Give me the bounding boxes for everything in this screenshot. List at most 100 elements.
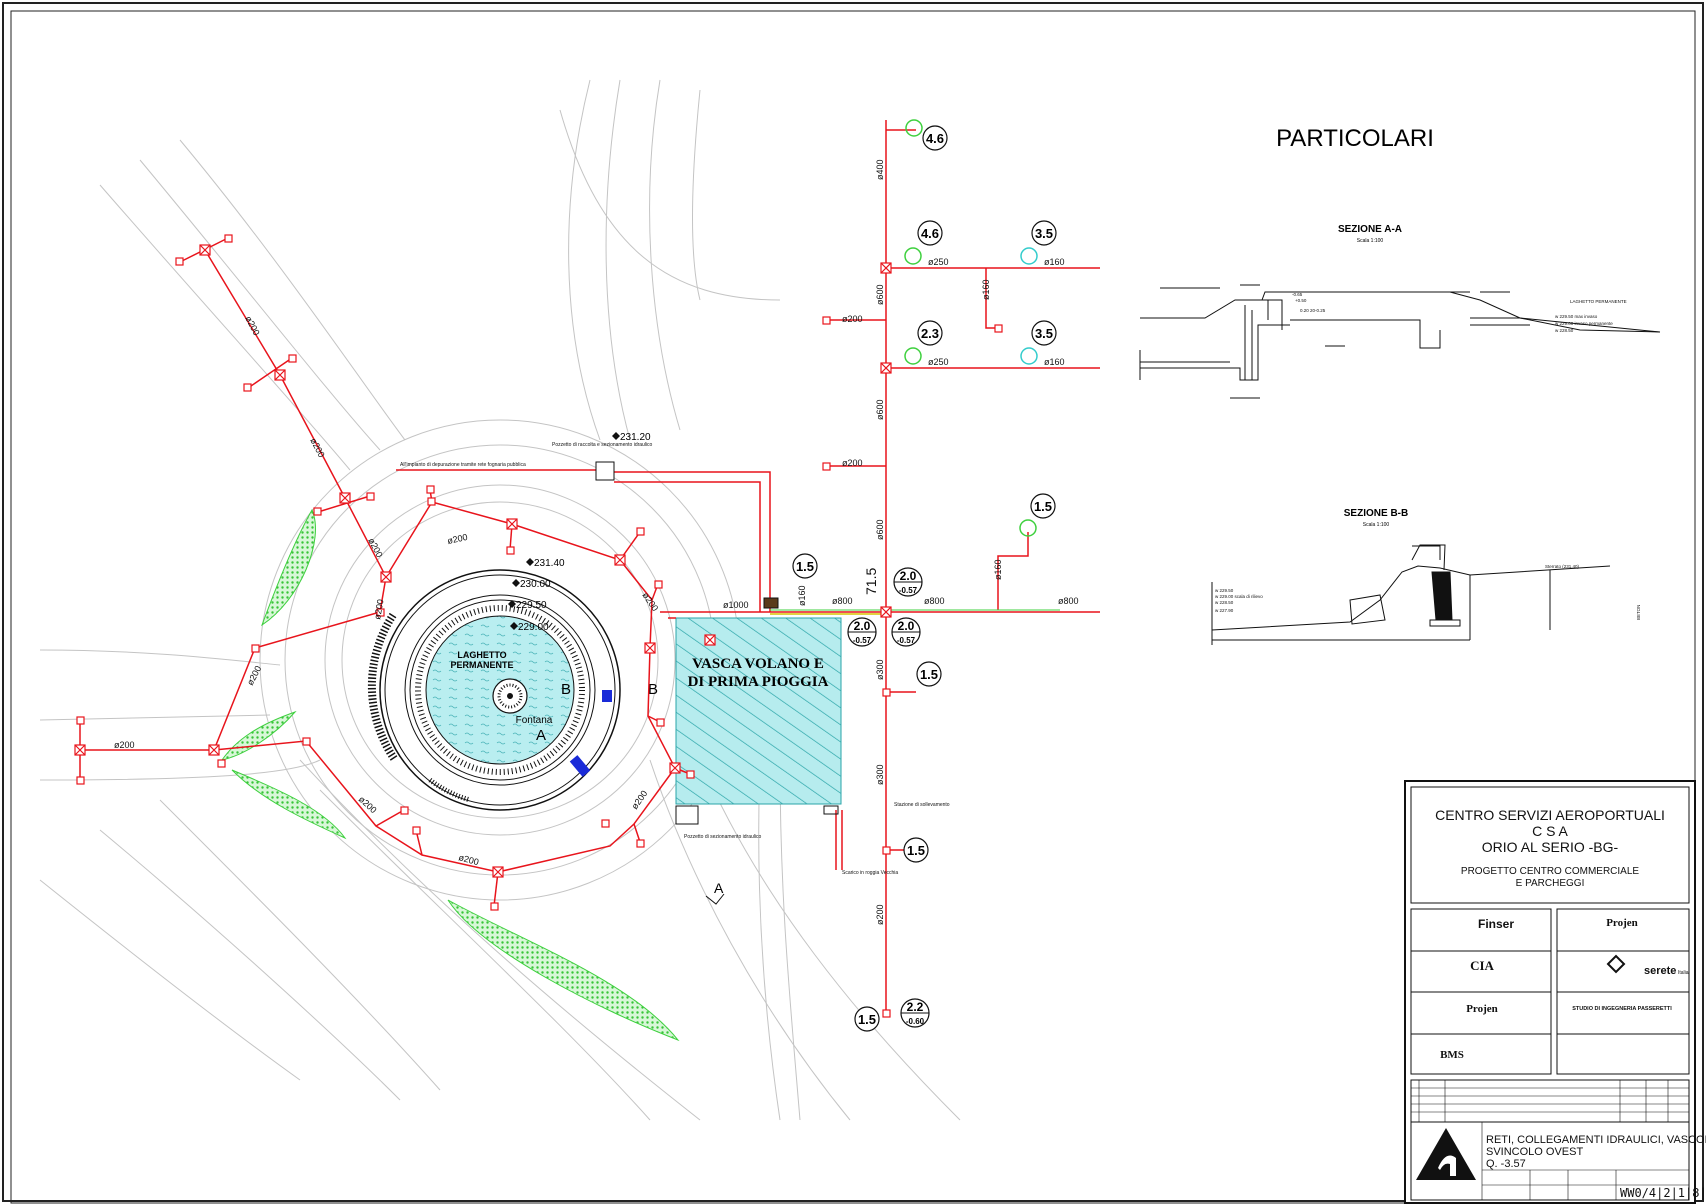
- pipe-160-c: ø160: [981, 279, 991, 300]
- svg-text:BETON: BETON: [1636, 605, 1641, 620]
- pipe-300-b: ø300: [875, 764, 885, 785]
- pump-b: [569, 755, 591, 777]
- node-m057-a: -0.57: [899, 586, 918, 595]
- pipe-200-n: ø200: [875, 904, 885, 925]
- title-texts: CENTRO SERVIZI AEROPORTUALI C S A ORIO A…: [1435, 807, 1706, 1200]
- desc-line-1: RETI, COLLEGAMENTI IDRAULICI, VASCONE,: [1486, 1134, 1706, 1146]
- note-pozzetto-sez: Pozzetto di sezionamento idraulico: [684, 834, 761, 840]
- pipe-200-e: ø200: [372, 598, 385, 620]
- pipe-200-m: ø200: [842, 458, 863, 468]
- section-aa-drawing: [1139, 284, 1661, 399]
- section-bb-scale: Scala 1:100: [1363, 522, 1390, 528]
- svg-text:w 229.50 max invaso: w 229.50 max invaso: [1555, 314, 1598, 319]
- pipe-250-b: ø250: [928, 357, 949, 367]
- node-2-0-a: 2.0: [900, 569, 917, 583]
- pipe-600-b: ø600: [875, 399, 885, 420]
- studio-name: STUDIO DI INGEGNERIA PASSERETTI: [1572, 1006, 1672, 1012]
- notes: All'impianto di depurazione tramite rete…: [400, 442, 950, 876]
- pipe-1000: ø1000: [723, 600, 749, 610]
- laghetto-label-1: LAGHETTO: [457, 650, 506, 660]
- pipe-200-l: ø200: [842, 314, 863, 324]
- pipe-400: ø400: [875, 159, 885, 180]
- vasca-label-1: VASCA VOLANO E: [692, 656, 824, 672]
- section-aa-scale: Scala 1:100: [1357, 238, 1384, 244]
- pipe-160-b: ø160: [1044, 357, 1065, 367]
- node-1-5-a: 1.5: [1034, 499, 1052, 514]
- pump-station-box: [823, 805, 839, 815]
- pipe-800-a: ø800: [832, 596, 853, 606]
- company-logo: [1416, 954, 1626, 1180]
- lake: [367, 569, 621, 811]
- vasca-label-2: DI PRIMA PIOGGIA: [688, 674, 829, 690]
- section-bb-title: SEZIONE B-B: [1344, 508, 1408, 519]
- logo-projen-2: Projen: [1466, 1003, 1498, 1015]
- section-bb-annotations: w 229.50w 229.00 scala di rilievo w 228.…: [1215, 564, 1641, 620]
- svg-text:w 228.50: w 228.50: [1555, 328, 1574, 333]
- pipe-160-d: ø160: [993, 559, 1003, 580]
- pipe-200-d: ø200: [446, 532, 468, 546]
- pipe-200-g: ø200: [114, 740, 135, 750]
- pipe-300-a: ø300: [875, 659, 885, 680]
- section-aa-annotations: -0.65+0.50 0.20 20-0.25 LAGHETTO PERMANE…: [1292, 292, 1627, 333]
- node-m060: -0.60: [906, 1017, 925, 1026]
- fontana-label: Fontana: [516, 715, 553, 726]
- inlets: [76, 234, 1003, 1018]
- elev-5: 229.00: [518, 622, 549, 633]
- node-2-0-c: 2.0: [898, 619, 915, 633]
- node-2-2: 2.2: [907, 1000, 924, 1014]
- node-m057-c: -0.57: [897, 636, 916, 645]
- inspection-nodes: [904, 119, 1038, 537]
- pozzetto-box: [595, 461, 615, 481]
- laghetto-label-2: PERMANENTE: [450, 660, 513, 670]
- drawing-code: WW0/4|2|1|8|: [1620, 1186, 1706, 1200]
- desc-line-3: Q. -3.57: [1486, 1158, 1526, 1170]
- revision-table-lines: [1411, 1080, 1689, 1200]
- vasca-tank: [675, 617, 842, 805]
- pump-a: [602, 690, 612, 702]
- section-bb-drawing: [1211, 544, 1611, 645]
- svg-text:-0.65: -0.65: [1292, 292, 1303, 297]
- node-2-0-b: 2.0: [854, 619, 871, 633]
- manholes: [74, 244, 892, 878]
- node-3-5-a: 3.5: [1035, 226, 1053, 241]
- title-line-1: CENTRO SERVIZI AEROPORTUALI: [1435, 807, 1665, 823]
- pipe-labels: ø200 ø200 ø200 ø200 ø200 ø200 ø200 ø200 …: [114, 159, 1079, 925]
- svg-text:w 229.00 invaso permanente: w 229.00 invaso permanente: [1555, 321, 1613, 326]
- node-labels: 4.6 4.6 3.5 2.3 3.5 1.5 1.5 1.5 1.5 1.5 …: [792, 125, 1057, 1032]
- logo-finser: Finser: [1478, 917, 1514, 931]
- node-1-5-b: 1.5: [796, 559, 814, 574]
- svg-text:w 228.50: w 228.50: [1215, 600, 1234, 605]
- pozzetto-sez-box: [675, 805, 699, 825]
- pipe-160-a: ø160: [1044, 257, 1065, 267]
- note-pozzetto-raccolta: Pozzetto di raccolta e sezionamento idra…: [552, 442, 653, 448]
- logo-serete: serete: [1644, 965, 1676, 977]
- pipe-200-a: ø200: [243, 314, 261, 337]
- pipe-600-a: ø600: [875, 284, 885, 305]
- node-1-5-e: 1.5: [858, 1012, 876, 1027]
- logo-bms: BMS: [1440, 1049, 1464, 1061]
- pipe-200-c: ø200: [366, 536, 384, 559]
- distance-71-5: 71.5: [863, 568, 879, 595]
- svg-text:Sterrato (231.40): Sterrato (231.40): [1545, 564, 1580, 569]
- pipe-800-b: ø800: [924, 596, 945, 606]
- pipe-200-j: ø200: [640, 590, 660, 613]
- title-line-4: PROGETTO CENTRO COMMERCIALE: [1461, 866, 1639, 877]
- note-stazione: Stazione di sollevamento: [894, 802, 950, 808]
- svg-text:+0.50: +0.50: [1295, 298, 1307, 303]
- green-islands: [220, 508, 680, 1042]
- node-m057-b: -0.57: [853, 636, 872, 645]
- node-3-5-b: 3.5: [1035, 326, 1053, 341]
- section-a-mark-1: A: [536, 727, 546, 744]
- svg-text:w 229.50: w 229.50: [1215, 588, 1234, 593]
- red-network: [79, 120, 1100, 1014]
- title-line-5: E PARCHEGGI: [1516, 878, 1585, 889]
- pipe-250-a: ø250: [928, 257, 949, 267]
- note-scarico: Scarico in roggia Vecchia: [842, 870, 898, 876]
- note-depurazione: All'impianto di depurazione tramite rete…: [400, 462, 526, 468]
- node-4-6-b: 4.6: [921, 226, 939, 241]
- node-4-6-a: 4.6: [926, 131, 944, 146]
- desc-line-2: SVINCOLO OVEST: [1486, 1146, 1583, 1158]
- pipe-160-e: ø160: [797, 585, 807, 606]
